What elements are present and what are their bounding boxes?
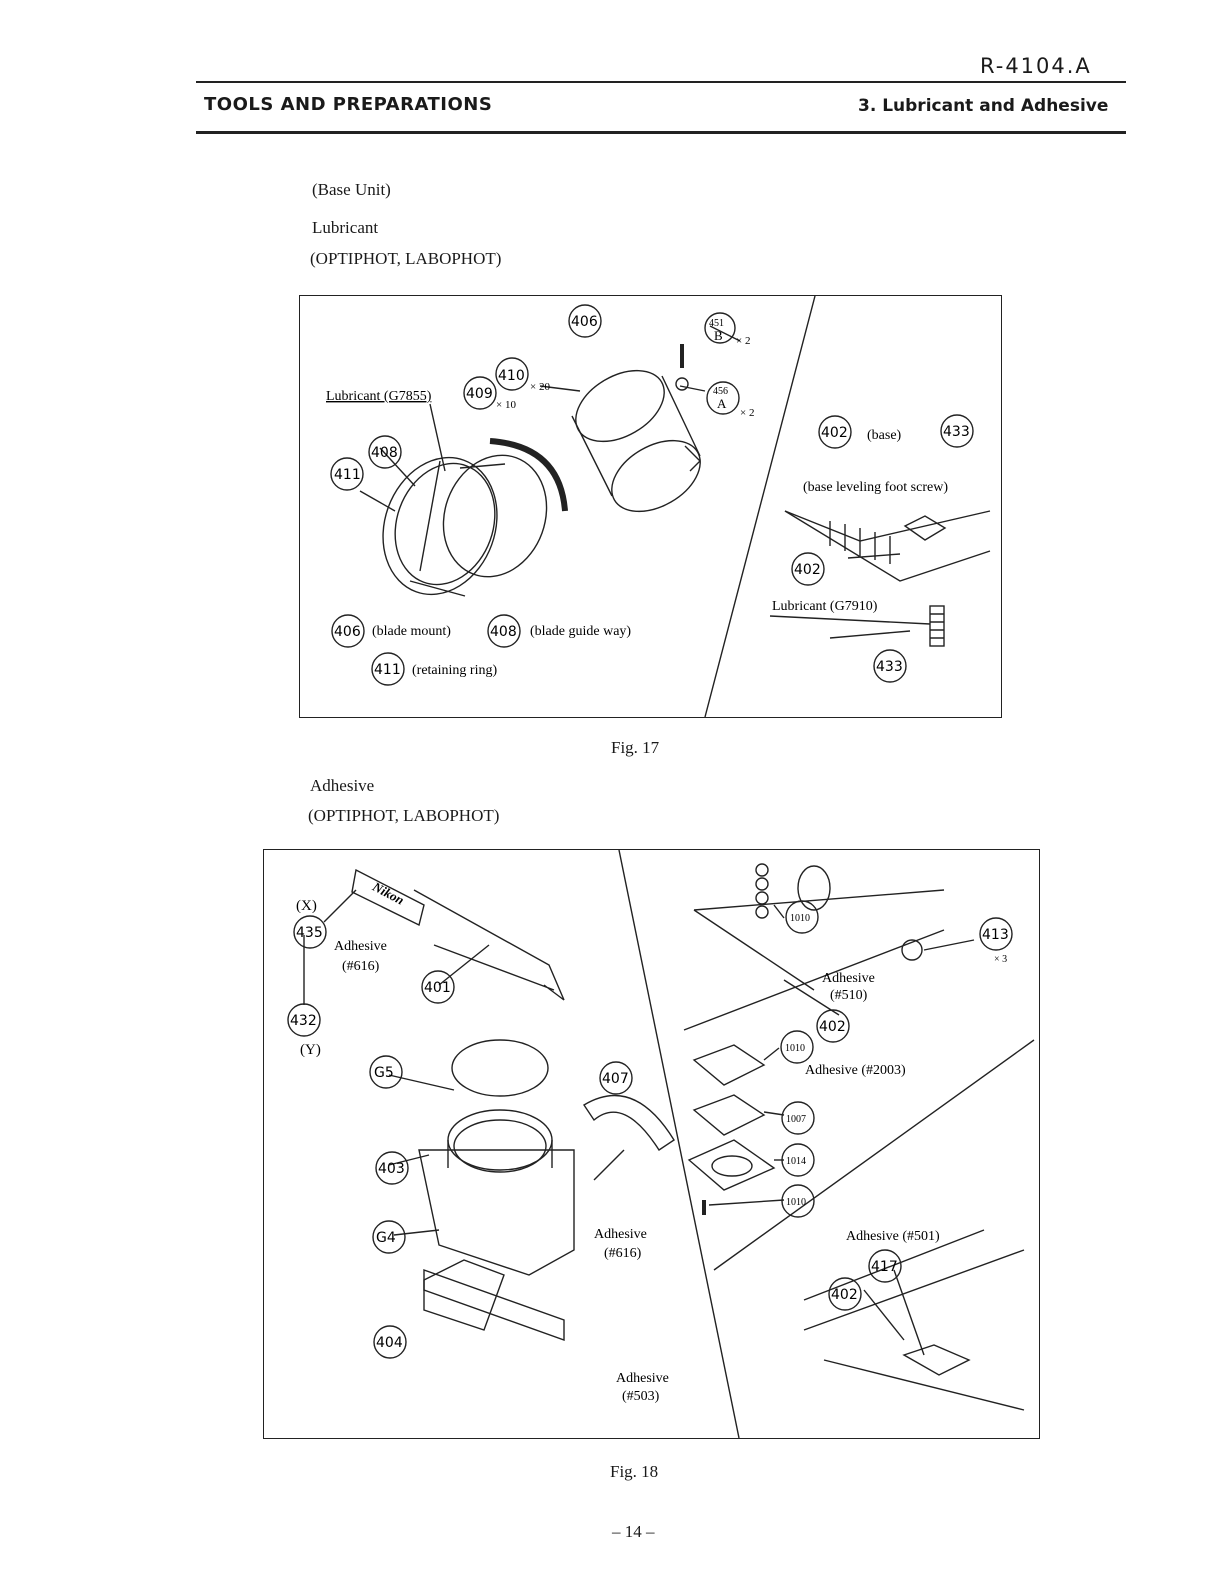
figure-18-drawing: (X) Nikon 435 Adhesive (#616) 401 432 (Y…: [287, 850, 1035, 1438]
label-x2-a: × 2: [736, 335, 750, 347]
fig17-caption: Fig. 17: [611, 738, 660, 757]
label-1010-b: 1010: [785, 1043, 805, 1054]
label-451: 451: [709, 318, 724, 329]
fig18-caption: Fig. 18: [610, 1462, 659, 1481]
page-number: – 14 –: [612, 1522, 655, 1541]
figure-17-drawing: 406 451 B × 2 410 × 20 Lubricant (G7855)…: [326, 296, 991, 717]
legend-408: 408: [490, 624, 517, 640]
label-adhesive-616-b: Adhesive: [594, 1227, 647, 1242]
header-rule-top: [196, 81, 1126, 83]
label-y: (Y): [300, 1042, 321, 1058]
label-411: 411: [334, 467, 361, 483]
label-417: 417: [871, 1259, 898, 1275]
legend-blade-guide: (blade guide way): [530, 624, 631, 639]
legend-411: 411: [374, 662, 401, 678]
label-adhesive-2003: Adhesive (#2003): [805, 1063, 906, 1078]
label-adhesive-503: Adhesive: [616, 1371, 669, 1386]
legend-406: 406: [334, 624, 361, 640]
label-406-top: 406: [571, 314, 598, 330]
label-402-low: 402: [794, 562, 821, 578]
label-408: 408: [371, 445, 398, 461]
lubricant-heading: Lubricant: [312, 218, 379, 237]
label-x: (X): [296, 898, 317, 914]
label-1007: 1007: [786, 1114, 806, 1125]
label-leveling-foot: (base leveling foot screw): [803, 480, 948, 495]
label-409: 409: [466, 386, 493, 402]
label-x2-b: × 2: [740, 407, 754, 419]
label-x3: × 3: [994, 954, 1007, 965]
section-title-right: 3. Lubricant and Adhesive: [858, 96, 1109, 116]
label-407: 407: [602, 1071, 629, 1087]
figure-18: (X) Nikon 435 Adhesive (#616) 401 432 (Y…: [263, 849, 1040, 1439]
legend-retaining-ring: (retaining ring): [412, 663, 497, 678]
label-g4: G4: [376, 1230, 396, 1246]
unit-label: (Base Unit): [312, 180, 391, 199]
label-adhesive-501: Adhesive (#501): [846, 1229, 940, 1244]
label-451-b: B: [714, 328, 723, 343]
label-1014: 1014: [786, 1156, 806, 1167]
adhesive-models: (OPTIPHOT, LABOPHOT): [308, 806, 500, 825]
label-x20: × 20: [530, 381, 550, 393]
label-433-top: 433: [943, 424, 970, 440]
label-adhesive-510: Adhesive: [822, 971, 875, 986]
label-adhesive-616-b-code: (#616): [604, 1246, 642, 1261]
label-g5: G5: [374, 1065, 394, 1081]
label-456: 456: [713, 386, 728, 397]
label-1010-a: 1010: [790, 913, 810, 924]
label-432: 432: [290, 1013, 317, 1029]
label-401: 401: [424, 980, 451, 996]
doc-number: R-4104.A: [980, 54, 1092, 78]
label-402-a: 402: [819, 1019, 846, 1035]
label-402-base: 402: [821, 425, 848, 441]
label-433-low: 433: [876, 659, 903, 675]
label-456-a: A: [717, 396, 727, 411]
label-410: 410: [498, 368, 525, 384]
lubricant-models: (OPTIPHOT, LABOPHOT): [310, 249, 502, 268]
label-1010-c: 1010: [786, 1197, 806, 1208]
label-lubricant-g7855: Lubricant (G7855): [326, 389, 432, 404]
label-lubricant-g7910: Lubricant (G7910): [772, 599, 878, 614]
label-402-b: 402: [831, 1287, 858, 1303]
adhesive-heading: Adhesive: [310, 776, 375, 795]
legend-blade-mount: (blade mount): [372, 624, 451, 639]
label-base: (base): [867, 428, 902, 443]
header-rule-bottom: [196, 131, 1126, 134]
label-adhesive-616-a: Adhesive: [334, 939, 387, 954]
label-413: 413: [982, 927, 1009, 943]
label-adhesive-510-code: (#510): [830, 988, 868, 1003]
label-adhesive-616-a-code: (#616): [342, 959, 380, 974]
label-435: 435: [296, 925, 323, 941]
figure-17: 406 451 B × 2 410 × 20 Lubricant (G7855)…: [299, 295, 1002, 718]
label-404: 404: [376, 1335, 403, 1351]
label-adhesive-503-code: (#503): [622, 1389, 660, 1404]
label-x10: × 10: [496, 399, 516, 411]
section-title-left: TOOLS AND PREPARATIONS: [204, 94, 493, 115]
label-403: 403: [378, 1161, 405, 1177]
